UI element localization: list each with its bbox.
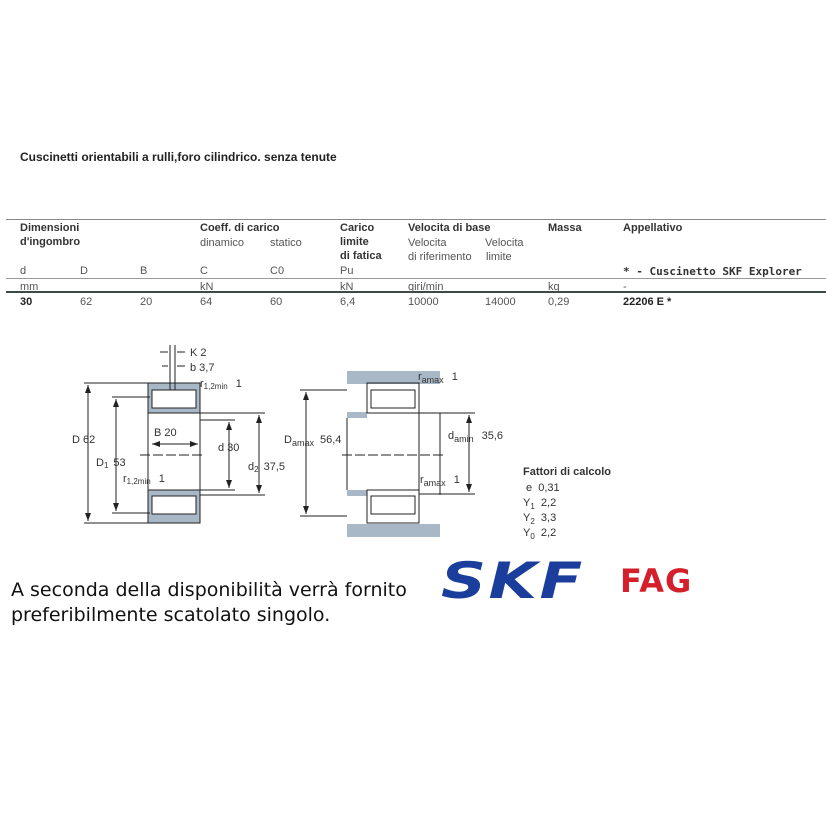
unit-speed: giri/min <box>408 281 444 293</box>
notice-line-1: A seconda della disponibilità verrà forn… <box>11 579 407 601</box>
header-vel-lim2: limite <box>486 251 512 263</box>
skf-logo: SKF <box>441 552 585 610</box>
header-vel-lim: Velocita <box>485 237 524 249</box>
factors-title: Fattori di calcolo <box>523 466 612 478</box>
factor-y0: Y0 2,2 <box>523 527 557 542</box>
symbol-D: D <box>80 265 88 277</box>
page-title: Cuscinetti orientabili a rulli,foro cili… <box>20 150 337 164</box>
header-statico: statico <box>270 237 302 249</box>
symbol-B: B <box>140 265 148 277</box>
header-vel-ref: Velocita <box>408 237 447 249</box>
cell-designation: 22206 E * <box>623 296 672 308</box>
explorer-note: * - Cuscinetto SKF Explorer <box>623 265 802 278</box>
header-velocita: Velocita di base <box>408 222 491 234</box>
header-massa: Massa <box>548 222 582 234</box>
header-vel-ref2: di riferimento <box>408 251 472 263</box>
symbol-C: C <box>200 265 208 277</box>
unit-kn-pu: kN <box>340 281 354 293</box>
unit-dash: - <box>623 281 627 293</box>
header-coeff: Coeff. di carico <box>200 222 280 234</box>
label-b: b 3,7 <box>190 362 214 374</box>
factor-e: e 0,31 <box>526 482 560 494</box>
factor-y2: Y2 3,3 <box>523 512 557 527</box>
table-top-rule <box>6 219 826 220</box>
header-ingombro: d'ingombro <box>20 236 81 248</box>
label-K: K 2 <box>190 347 207 359</box>
cell-lim-speed: 14000 <box>485 296 516 308</box>
header-limite: limite <box>340 236 369 248</box>
header-appellativo: Appellativo <box>623 222 683 234</box>
factor-y1: Y1 2,2 <box>523 497 557 512</box>
cell-D: 62 <box>80 296 93 308</box>
cell-Pu: 6,4 <box>340 296 356 308</box>
symbol-d: d <box>20 265 27 277</box>
header-carico: Carico <box>340 222 375 234</box>
table-thick-rule <box>6 291 826 293</box>
table-rule <box>6 278 826 279</box>
cell-d: 30 <box>20 296 33 308</box>
symbol-C0: C0 <box>270 265 285 277</box>
cell-C0: 60 <box>270 296 283 308</box>
header-dinamico: dinamico <box>200 237 245 249</box>
cell-ref-speed: 10000 <box>408 296 439 308</box>
notice-line-2: preferibilmente scatolato singolo. <box>11 604 331 626</box>
cell-C: 64 <box>200 296 213 308</box>
unit-kg: kg <box>548 281 560 293</box>
header-fatica: di fatica <box>340 250 382 262</box>
label-D: D 62 <box>72 434 95 446</box>
label-B: B 20 <box>154 427 177 439</box>
symbol-Pu: Pu <box>340 265 354 277</box>
cell-B: 20 <box>140 296 153 308</box>
label-d: d 30 <box>218 442 239 454</box>
unit-kn: kN <box>200 281 214 293</box>
header-dimensioni: Dimensioni <box>20 222 80 234</box>
cell-mass: 0,29 <box>548 296 570 308</box>
unit-mm: mm <box>20 281 39 293</box>
fag-logo: FAG <box>620 562 693 600</box>
